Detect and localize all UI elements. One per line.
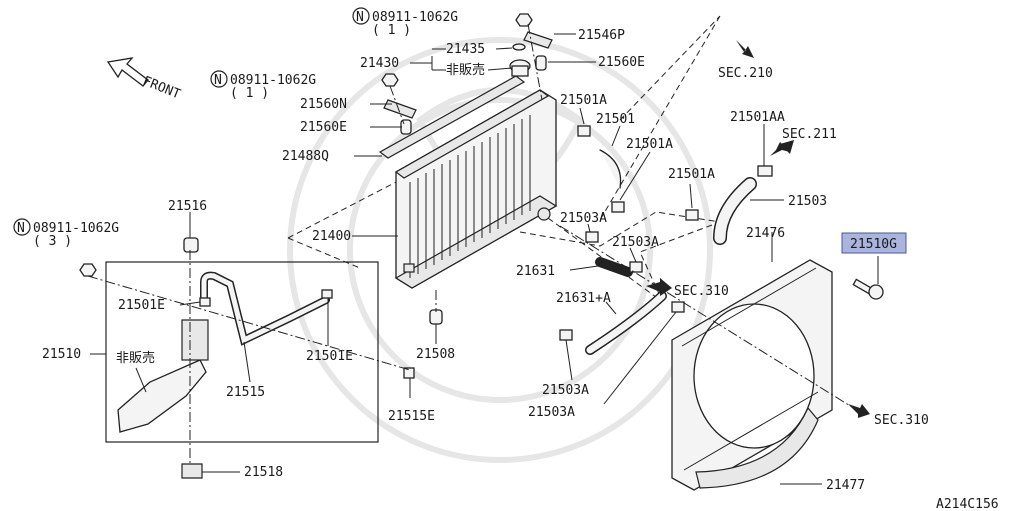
- label-n08911-top[interactable]: 08911-1062G: [372, 10, 458, 25]
- label-21501[interactable]: 21501: [596, 112, 635, 127]
- hose-clip-e-2[interactable]: [321, 289, 333, 299]
- label-21501a-3[interactable]: 21501A: [668, 167, 715, 182]
- mount-insulator-top[interactable]: [535, 55, 547, 71]
- label-21546p[interactable]: 21546P: [578, 28, 625, 43]
- label-21560e-top[interactable]: 21560E: [598, 55, 645, 70]
- fan-shroud[interactable]: [671, 259, 833, 491]
- hose-21503[interactable]: [713, 177, 757, 245]
- label-21503a-1[interactable]: 21503A: [560, 211, 607, 226]
- label-21560e[interactable]: 21560E: [300, 120, 347, 135]
- label-21400[interactable]: 21400: [312, 229, 351, 244]
- nut-mid[interactable]: [381, 73, 399, 87]
- label-not-sold-tank: 非販売: [116, 350, 155, 366]
- label-n08911-left[interactable]: 08911-1062G: [33, 221, 119, 236]
- svg-text:N: N: [214, 73, 222, 88]
- assembly-outline-dashed: [287, 15, 722, 301]
- label-n08911-top-qty: ( 1 ): [372, 23, 411, 38]
- label-21476[interactable]: 21476: [746, 226, 785, 241]
- label-21631a[interactable]: 21631+A: [556, 291, 611, 306]
- label-21515[interactable]: 21515: [226, 385, 265, 400]
- circled-n-mid: N: [210, 70, 228, 88]
- label-21515e[interactable]: 21515E: [388, 409, 435, 424]
- nut-left[interactable]: [79, 263, 97, 277]
- fan-shroud-lower[interactable]: [695, 406, 819, 489]
- reservoir-cap[interactable]: [183, 237, 199, 253]
- label-21430[interactable]: 21430: [360, 56, 399, 71]
- hose-21631a[interactable]: [585, 291, 667, 355]
- front-label: FRONT: [141, 74, 183, 103]
- nut-top[interactable]: [515, 13, 533, 27]
- part-labels: 08911-1062G ( 1 ) 08911-1062G ( 1 ) 0891…: [33, 10, 999, 511]
- label-sec211[interactable]: SEC.211: [782, 127, 837, 142]
- watermark-emblem: [287, 37, 713, 463]
- label-21503a-3[interactable]: 21503A: [542, 383, 589, 398]
- radiator-core[interactable]: [394, 89, 558, 289]
- label-sec210[interactable]: SEC.210: [718, 66, 773, 81]
- label-21435[interactable]: 21435: [446, 42, 485, 57]
- label-21516[interactable]: 21516: [168, 199, 207, 214]
- label-21508[interactable]: 21508: [416, 347, 455, 362]
- reservoir-bracket[interactable]: [181, 463, 203, 479]
- label-21488q[interactable]: 21488Q: [282, 149, 329, 164]
- front-direction-arrow: FRONT: [106, 57, 183, 103]
- label-sec310-a[interactable]: SEC.310: [674, 284, 729, 299]
- label-n08911-mid[interactable]: 08911-1062G: [230, 73, 316, 88]
- label-21560n[interactable]: 21560N: [300, 97, 347, 112]
- lower-mount-insulator[interactable]: [429, 309, 443, 325]
- hose-clip-515e[interactable]: [403, 367, 415, 379]
- svg-text:N: N: [17, 221, 25, 236]
- radiator-seal-strip[interactable]: [378, 75, 526, 159]
- label-n08911-mid-qty: ( 1 ): [230, 86, 269, 101]
- mount-bracket-mid[interactable]: [383, 99, 417, 119]
- label-21518[interactable]: 21518: [244, 465, 283, 480]
- hose-clip-e-1[interactable]: [199, 297, 211, 307]
- cap-seal-ring[interactable]: [512, 43, 526, 51]
- label-21501a-1[interactable]: 21501A: [560, 93, 607, 108]
- label-21503a-2[interactable]: 21503A: [612, 235, 659, 250]
- label-21501aa[interactable]: 21501AA: [730, 110, 785, 125]
- reservoir-tank[interactable]: [117, 319, 209, 433]
- reservoir-group-box: [105, 261, 379, 443]
- hose-clamp-upper-a[interactable]: [577, 125, 591, 137]
- alignment-lines: [87, 23, 861, 464]
- sec-arrows: [646, 40, 870, 418]
- label-n08911-left-qty: ( 3 ): [33, 234, 72, 249]
- label-21631[interactable]: 21631: [516, 264, 555, 279]
- hose-clamp-503a-2[interactable]: [629, 261, 643, 273]
- hose-21631[interactable]: [595, 257, 633, 277]
- radiator-cap[interactable]: [509, 59, 531, 77]
- label-21510[interactable]: 21510: [42, 347, 81, 362]
- hose-clamp-upper-b[interactable]: [611, 201, 625, 213]
- label-not-sold-cap: 非販売: [446, 62, 485, 78]
- label-21503a-4[interactable]: 21503A: [528, 405, 575, 420]
- leader-lines: [90, 33, 879, 485]
- diagram-code: A214C156: [936, 497, 999, 511]
- hose-clamp-aa[interactable]: [757, 165, 773, 177]
- label-21503[interactable]: 21503: [788, 194, 827, 209]
- label-21501e-a[interactable]: 21501E: [118, 298, 165, 313]
- label-sec310-b[interactable]: SEC.310: [874, 413, 929, 428]
- circled-n-left: N: [13, 218, 31, 236]
- svg-text:N: N: [356, 10, 364, 25]
- mount-bracket-top[interactable]: [523, 31, 553, 49]
- circled-n-top: N: [352, 7, 370, 25]
- reservoir-hose[interactable]: [200, 271, 330, 346]
- upper-hose[interactable]: [599, 149, 622, 189]
- highlight-21510g: [841, 232, 907, 254]
- mount-insulator-mid[interactable]: [400, 119, 412, 135]
- label-21501a-2[interactable]: 21501A: [626, 137, 673, 152]
- hose-clamp-503a-3[interactable]: [559, 329, 573, 341]
- hose-clamp-503a-4[interactable]: [671, 301, 685, 313]
- label-21510g[interactable]: 21510G: [850, 237, 897, 252]
- hose-clamp-503a-1[interactable]: [585, 231, 599, 243]
- label-21501e-b[interactable]: 21501E: [306, 349, 353, 364]
- shroud-bolt[interactable]: [852, 278, 884, 300]
- hose-clamp-c[interactable]: [685, 209, 699, 221]
- label-21477[interactable]: 21477: [826, 478, 865, 493]
